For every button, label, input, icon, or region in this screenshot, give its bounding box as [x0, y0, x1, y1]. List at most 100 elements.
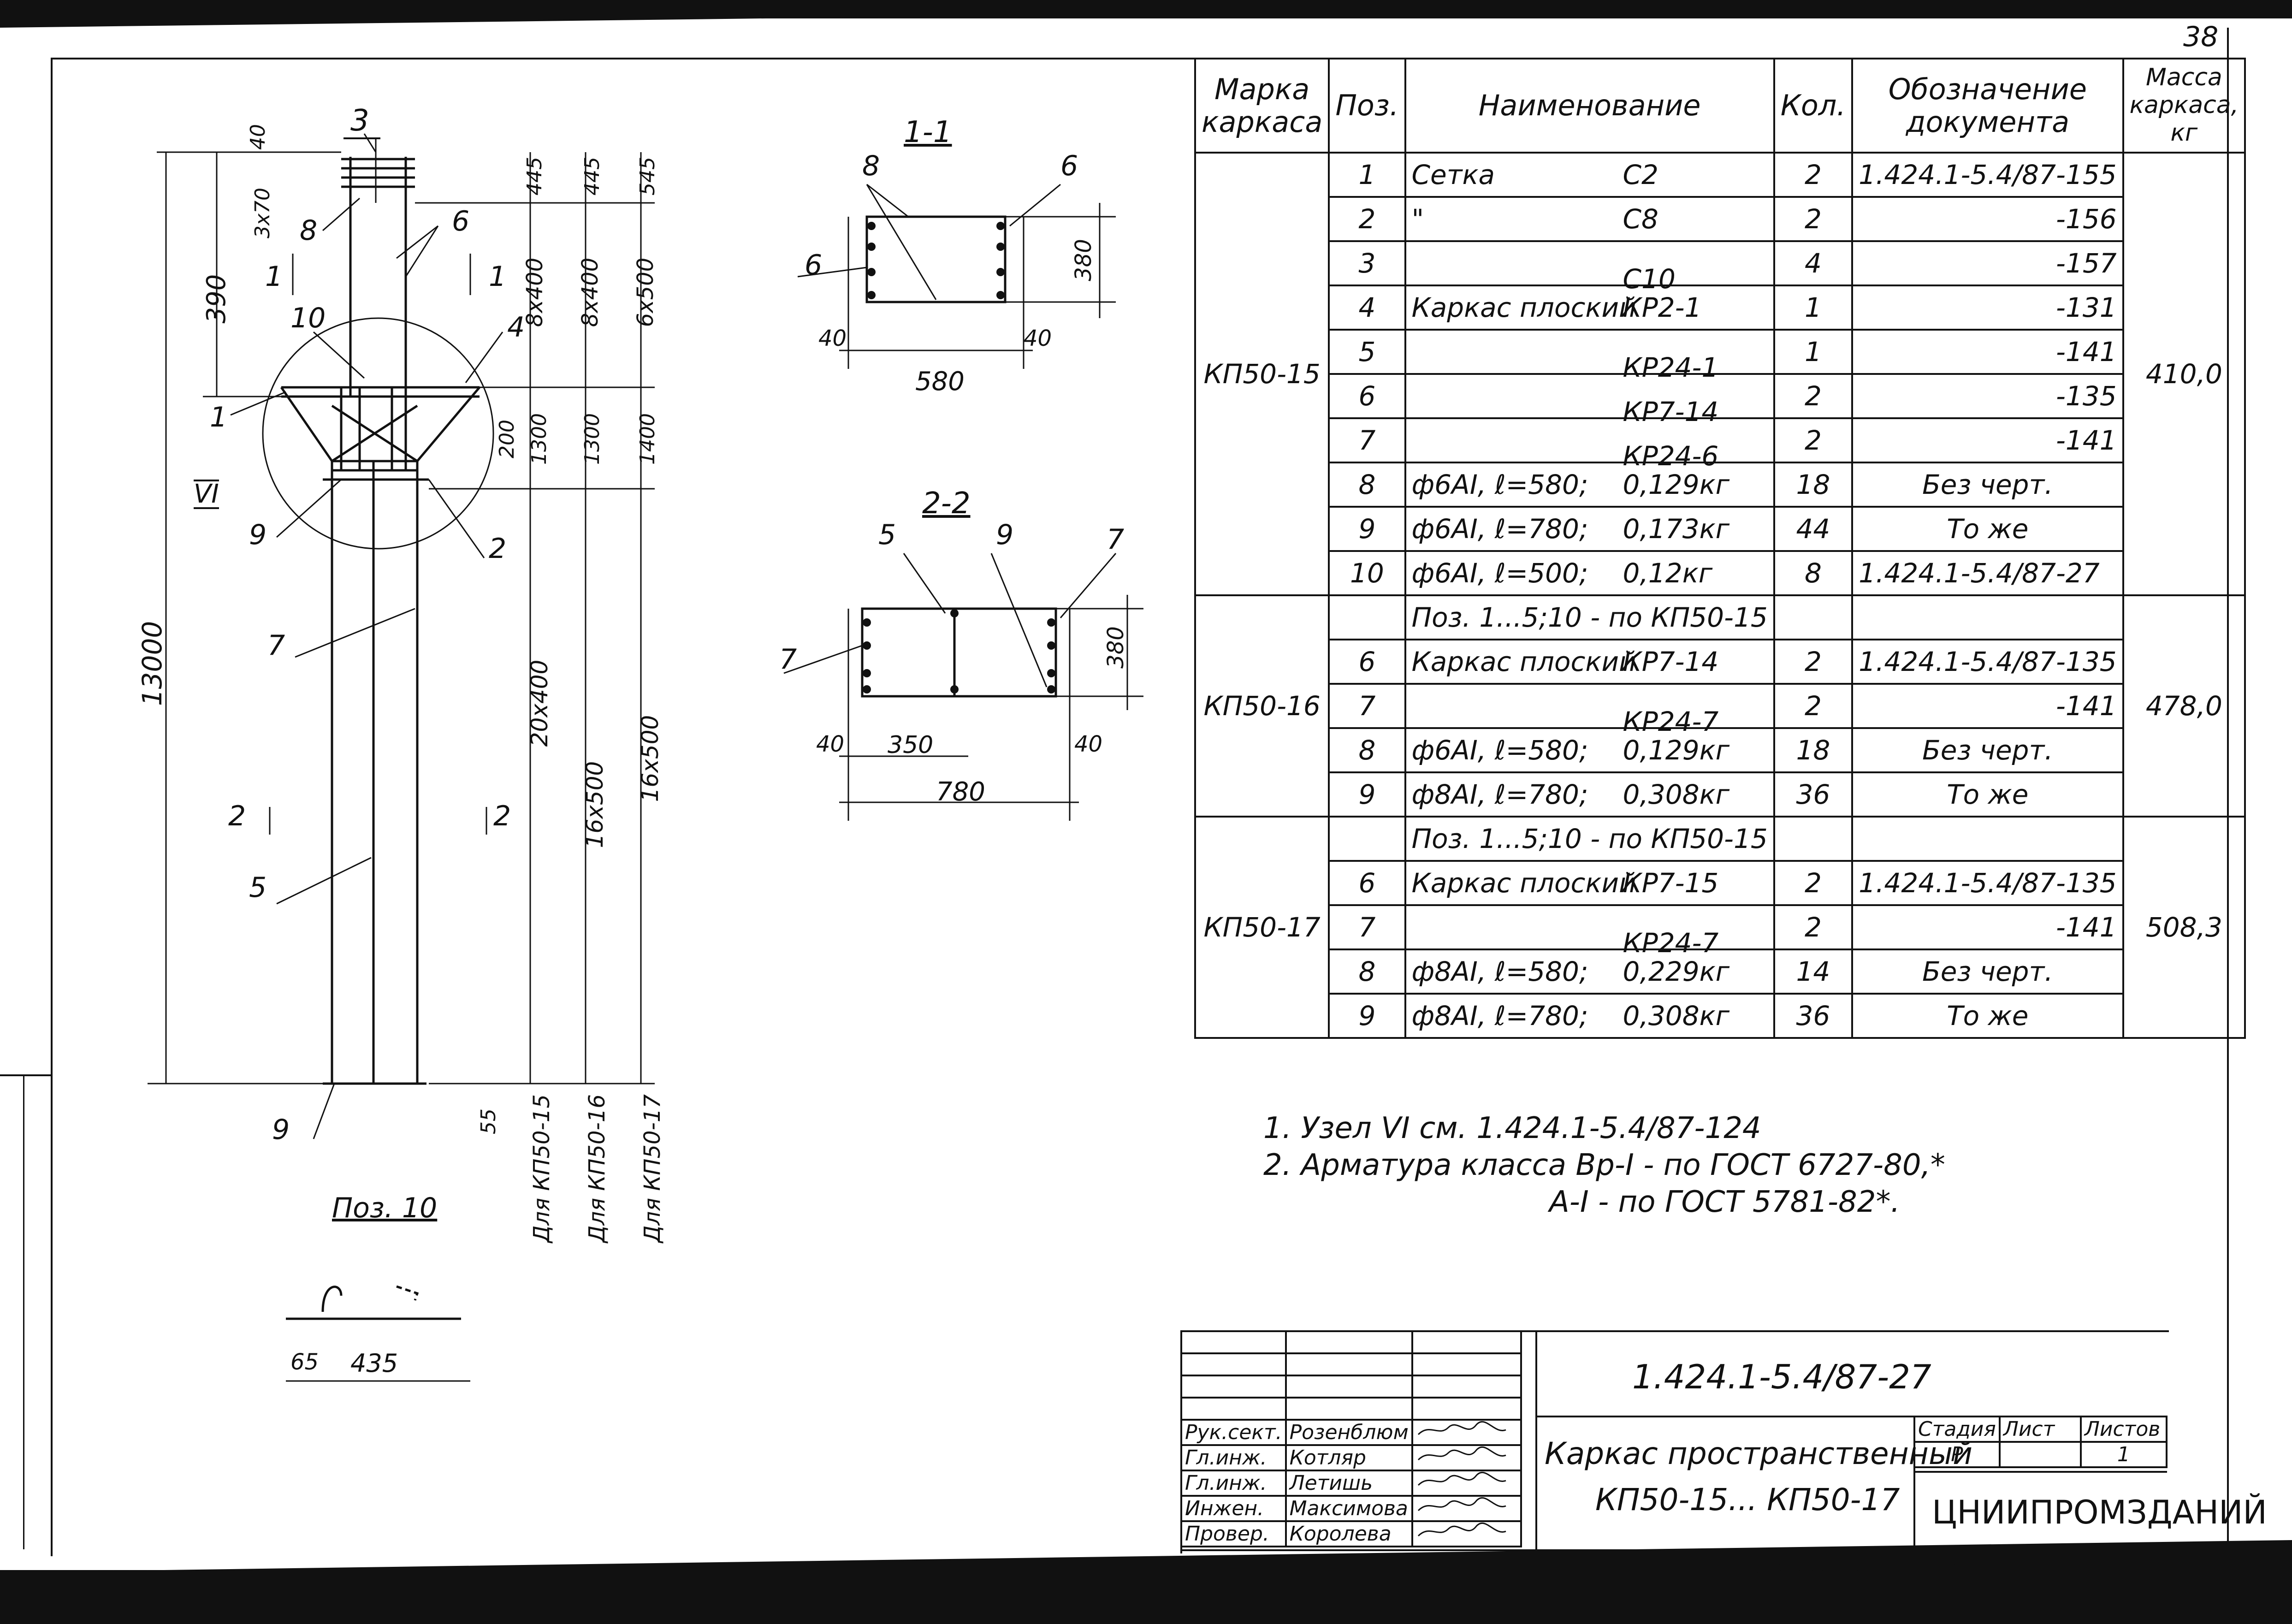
spec-name-cell: "С8 [1404, 196, 1775, 242]
spec-doc-cell: Без черт. [1851, 948, 2124, 995]
spec-doc-cell: 1.424.1-5.4/87-155 [1851, 152, 2124, 198]
pos10-title: Поз. 10 [332, 1192, 438, 1224]
dim-c1-1300: 1300 [527, 413, 551, 465]
sheet-label: Лист [1998, 1416, 2082, 1443]
bottom-scan-edge [0, 1570, 2292, 1624]
sheet-value [1998, 1441, 2082, 1468]
spec-qty-cell: 1 [1773, 329, 1854, 375]
spec-header-row: Марка каркаса Поз. Наименование Кол. Обо… [1194, 58, 2246, 154]
spec-mass-cell: 508,3 [2122, 816, 2246, 1039]
spec-qty-cell [1773, 816, 1854, 862]
spec-qty-cell: 44 [1773, 506, 1854, 552]
spec-pos-cell: 6 [1328, 373, 1406, 419]
spec-qty-cell: 4 [1773, 240, 1854, 286]
spec-name-text: Каркас плоский [1411, 867, 1636, 899]
frame-left-line [51, 58, 53, 1556]
spec-mark-text: 0,12кг [1623, 557, 1713, 589]
spec-mark-text: 0,308кг [1623, 1000, 1730, 1031]
spec-doc-cell [1851, 594, 2124, 640]
spec-qty-cell: 36 [1773, 993, 1854, 1039]
spec-doc-cell: -157 [1851, 240, 2124, 286]
spec-pos-cell: 6 [1328, 639, 1406, 685]
roles-row: Инжен.Максимова [1180, 1495, 1522, 1522]
spec-mark-cell: КП50-17 [1194, 816, 1330, 1039]
spec-qty-cell: 2 [1773, 152, 1854, 198]
roles-row: Провер.Королева [1180, 1520, 1522, 1547]
spec-row: КП50-16 Поз. 1...5;10 - по КП50-15 478,0 [1194, 594, 2246, 818]
spec-mark-cell: КП50-15 [1194, 152, 1330, 596]
sheets-label: Листов [2079, 1416, 2168, 1443]
spec-name-text: " [1411, 203, 1424, 235]
role-cell: Рук.сект. [1180, 1419, 1287, 1446]
stage-table: Стадия Лист Листов Р 1 [1913, 1416, 2168, 1468]
label-for-kp50-17: Для КП50-17 [640, 1094, 665, 1243]
bottom-sheet-number: 39 [1927, 1552, 1960, 1582]
pos10-dim-65: 65 [290, 1349, 319, 1375]
section-1-1-dim-380: 380 [1071, 239, 1096, 281]
label-pos3: 3 [350, 104, 369, 138]
spec-doc-cell: -141 [1851, 417, 2124, 463]
spec-doc-cell: -141 [1851, 904, 2124, 950]
spec-mass-cell: 478,0 [2122, 594, 2246, 818]
sheets-value: 1 [2079, 1441, 2168, 1468]
spec-name-text: ф6АI, ℓ=580; [1411, 469, 1588, 500]
dim-3x70: 3x70 [251, 187, 274, 239]
spec-doc-cell: 1.424.1-5.4/87-135 [1851, 860, 2124, 906]
binding-strip [0, 1074, 53, 1551]
spec-name-text: ф6АI, ℓ=580; [1411, 735, 1588, 766]
section-1-1-dim-40-left: 40 [818, 326, 847, 351]
spec-pos-cell: 6 [1328, 860, 1406, 906]
spec-name-cell: КР24-6 [1404, 417, 1775, 472]
roles-blank-row [1180, 1352, 1522, 1376]
label-pos8: 8 [300, 214, 318, 247]
spec-pos-cell: 8 [1328, 948, 1406, 995]
label-pos4: 4 [507, 311, 525, 344]
label-pos1: 1 [210, 401, 228, 433]
spec-doc-cell: 1.424.1-5.4/87-135 [1851, 639, 2124, 685]
spec-mark-text: 0,229кг [1623, 956, 1730, 987]
section-2-2-dim-780: 780 [936, 777, 985, 807]
spec-name-cell: КР24-1 [1404, 329, 1775, 383]
roles-row: Гл.инж.Котляр [1180, 1444, 1522, 1471]
spec-mark-text: 0,129кг [1623, 469, 1730, 500]
spec-name-text: Поз. 1...5;10 - по КП50-15 [1411, 602, 1768, 633]
spec-mark-text: КР7-14 [1623, 646, 1719, 677]
spec-mass-cell: 410,0 [2122, 152, 2246, 596]
spec-doc-cell: Без черт. [1851, 462, 2124, 508]
signature-cell [1411, 1444, 1522, 1471]
specification-table: Марка каркаса Поз. Наименование Кол. Обо… [1194, 58, 2246, 1039]
section-2-2-label-7-left: 7 [779, 643, 797, 676]
spec-pos-cell [1328, 594, 1406, 640]
signature-scribble [1417, 1497, 1506, 1511]
role-cell: Инжен. [1180, 1495, 1287, 1522]
spec-name-cell: ф8АI, ℓ=780;0,308кг [1404, 771, 1775, 818]
spec-mark-cell: КП50-16 [1194, 594, 1330, 818]
cut-marker-2-left: 2 [228, 800, 246, 832]
spec-pos-cell: 2 [1328, 196, 1406, 242]
title-block-left-rule [1535, 1330, 1537, 1552]
spec-pos-cell: 10 [1328, 550, 1406, 596]
cut-marker-1-right: 1 [489, 261, 507, 293]
role-name-cell: Королева [1285, 1520, 1413, 1547]
title-block-stage-rule [1913, 1416, 1915, 1552]
frame-top-line [51, 58, 2227, 59]
signature-cell [1411, 1520, 1522, 1547]
roles-blank-cell [1285, 1375, 1413, 1399]
spec-mark-text: 0,308кг [1623, 779, 1730, 810]
section-1-1-title: 1-1 [904, 115, 952, 149]
roles-blank-cell [1411, 1330, 1522, 1354]
dim-55: 55 [477, 1108, 500, 1134]
spec-name-text: Поз. 1...5;10 - по КП50-15 [1411, 823, 1768, 854]
spec-mark-text: КР2-1 [1623, 292, 1702, 323]
dim-40: 40 [246, 124, 270, 150]
spec-doc-cell: -156 [1851, 196, 2124, 242]
title-block-title-line1: Каркас пространственный [1545, 1436, 1972, 1471]
dim-c3-6x500: 6x500 [633, 257, 658, 327]
title-block-code-rule [1535, 1416, 2167, 1417]
spec-doc-cell: То же [1851, 993, 2124, 1039]
signature-scribble [1417, 1446, 1506, 1461]
